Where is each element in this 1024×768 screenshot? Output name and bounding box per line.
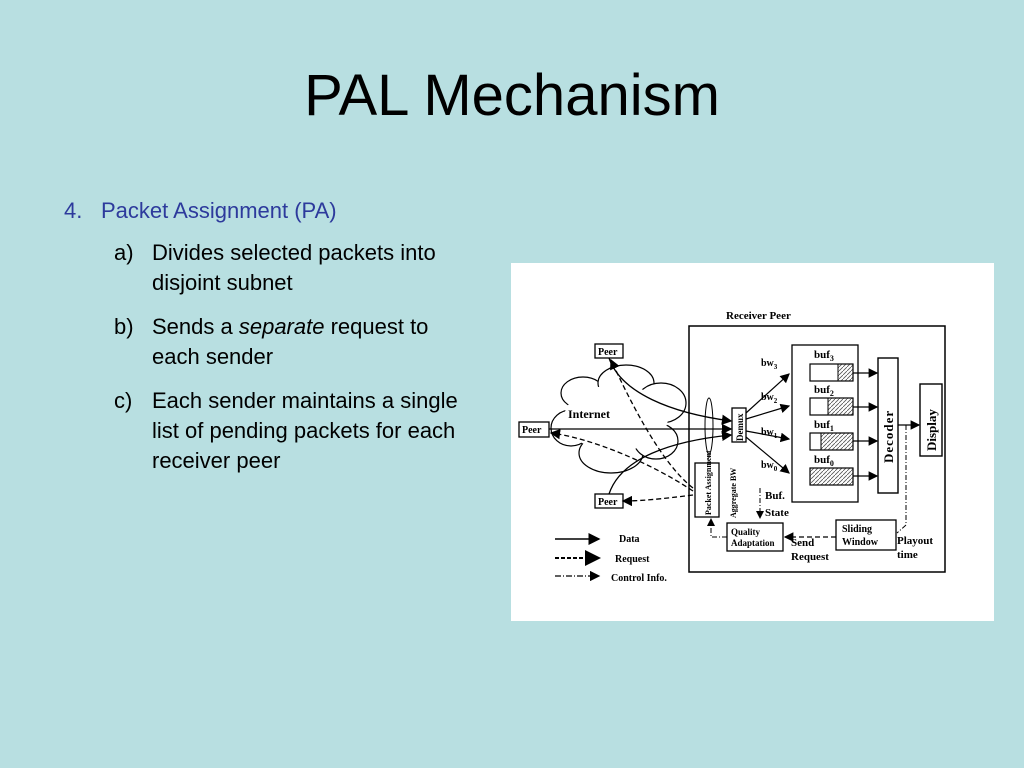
- list-number: 4.: [64, 198, 83, 223]
- bw-label-1: bw1: [761, 427, 778, 440]
- buffer-group-box: [791, 344, 859, 503]
- list-text: Divides selected packets into disjoint s…: [152, 240, 436, 295]
- data-arrow: [608, 430, 733, 495]
- decoder-label: Decoder: [881, 410, 896, 463]
- quality-adaptation-box: [726, 522, 784, 552]
- buf-label-3: buf3: [814, 349, 834, 363]
- peer-top-label: Peer: [598, 347, 618, 358]
- sliding-label-1: Sliding: [842, 524, 872, 535]
- request-arrow: [621, 494, 694, 507]
- peer-bottom-label: Peer: [598, 497, 618, 508]
- buf-state-label-1: Buf.: [765, 490, 785, 502]
- list-letter: c): [114, 388, 133, 413]
- list-text-post: request to each sender: [152, 314, 429, 369]
- buffer-1-fill: [820, 432, 854, 451]
- list-text-pre: Sends a: [152, 314, 239, 339]
- display-box: [919, 383, 943, 457]
- list-item: c) Each sender maintains a single list o…: [114, 386, 474, 476]
- list-text-emphasis: separate: [238, 314, 325, 339]
- legend-request-label: Request: [615, 554, 650, 565]
- playout-label-1: Playout: [897, 535, 933, 547]
- buffer-0-fill: [809, 467, 854, 486]
- sliding-label-2: Window: [842, 537, 879, 548]
- aggregate-bw-ellipse: [704, 397, 714, 455]
- receiver-peer-label: Receiver Peer: [726, 310, 791, 322]
- slide-title: PAL Mechanism: [304, 63, 720, 128]
- peer-left-label: Peer: [522, 425, 542, 436]
- packet-assignment-box: [694, 462, 720, 518]
- bw-arrow: [745, 430, 791, 443]
- send-request-label-1: Send: [791, 537, 814, 549]
- legend: Data Request Control Info.: [555, 533, 667, 584]
- list-item: a) Divides selected packets into disjoin…: [114, 238, 474, 298]
- buf-label-0: buf0: [814, 454, 834, 468]
- bw-label-0: bw0: [761, 460, 778, 473]
- bw-arrow: [745, 373, 790, 414]
- control-line: [896, 425, 907, 534]
- quality-label-2: Adaptation: [731, 538, 775, 548]
- buffer-3-fill: [837, 363, 854, 382]
- buffer-2-fill: [827, 397, 854, 416]
- bw-label-2: bw2: [761, 392, 778, 405]
- aggregate-bw-label: Aggregate BW: [729, 468, 738, 518]
- list-text: Each sender maintains a single list of p…: [152, 388, 458, 473]
- buf-state-label-2: State: [765, 507, 789, 519]
- list-item-heading: 4. Packet Assignment (PA): [64, 198, 504, 224]
- display-label: Display: [924, 409, 939, 451]
- bw-arrow: [745, 436, 790, 474]
- request-arrow: [610, 358, 694, 489]
- demux-box: [731, 407, 747, 443]
- internet-label: Internet: [568, 407, 610, 421]
- quality-label-1: Quality: [731, 527, 761, 537]
- receiver-peer-box: [688, 325, 946, 573]
- bw-label-3: bw3: [761, 358, 778, 371]
- legend-data-label: Data: [619, 534, 640, 545]
- buf-label-1: buf1: [814, 419, 834, 433]
- pal-diagram-svg: Receiver Peer Internet Peer Peer Peer Ag…: [518, 310, 946, 584]
- control-line: [707, 518, 727, 538]
- list-heading: Packet Assignment (PA): [101, 198, 337, 223]
- list-text: Sends a separate request to each sender: [152, 312, 474, 372]
- pal-diagram: Receiver Peer Internet Peer Peer Peer Ag…: [511, 263, 994, 621]
- legend-control-label: Control Info.: [611, 573, 667, 584]
- bw-arrow: [745, 403, 791, 420]
- send-request-label-2: Request: [791, 551, 829, 563]
- demux-label: Demux: [735, 413, 745, 441]
- list-item: b) Sends a separate request to each send…: [114, 312, 474, 372]
- playout-label-2: time: [897, 549, 918, 561]
- buf-label-2: buf2: [814, 384, 834, 398]
- sliding-window-box: [835, 519, 897, 551]
- list-letter: a): [114, 240, 134, 265]
- packet-assignment-label: Packet Assignment: [704, 450, 713, 515]
- bullet-list: 4. Packet Assignment (PA) a) Divides sel…: [64, 198, 504, 476]
- list-letter: b): [114, 314, 134, 339]
- request-arrow: [549, 428, 694, 492]
